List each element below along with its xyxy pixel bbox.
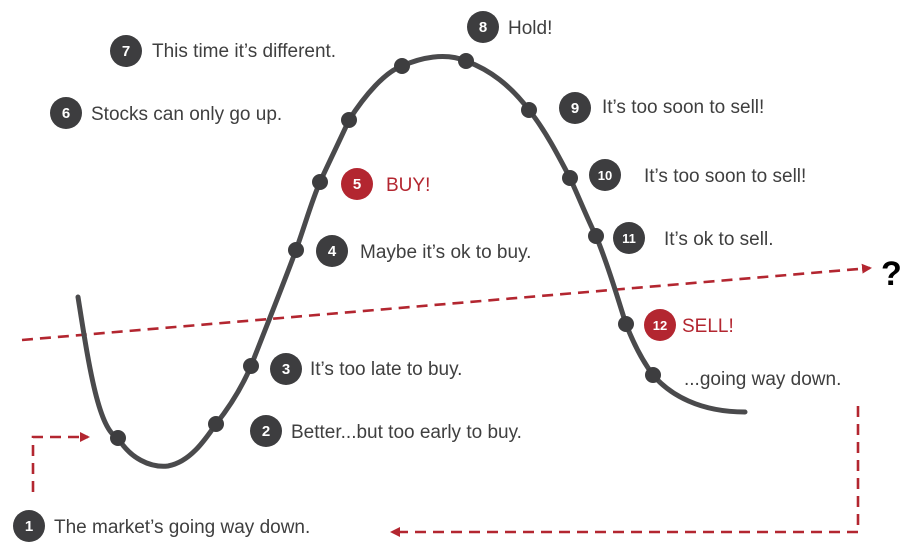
step-7: 7 This time it’s different. [110,35,336,67]
step-label: It’s ok to sell. [664,229,773,250]
step-label: SELL! [682,316,734,337]
step-label: Better...but too early to buy. [291,422,522,443]
market-cycle-curve [75,54,748,469]
step-4: 4 Maybe it’s ok to buy. [316,235,531,267]
return-arrow [390,406,860,537]
step-label: BUY! [386,175,430,196]
step-label: This time it’s different. [152,41,336,62]
step-label: It’s too late to buy. [310,359,462,380]
step-label: ...going way down. [684,369,841,390]
curve-point [243,358,259,374]
step-number: 9 [571,100,579,117]
curve-point [458,53,474,69]
curve-point [562,170,578,186]
step-8: 8 Hold! [467,11,552,43]
step-number: 11 [622,231,636,246]
curve-point [521,102,537,118]
step-badge [50,97,82,129]
step-label: The market’s going way down. [54,517,310,538]
step-13: ...going way down. [684,369,841,390]
step-badge [341,168,373,200]
curve-point [645,367,661,383]
step-badge [644,309,676,341]
step-badge [270,353,302,385]
step-number: 6 [62,105,70,122]
step-11: 11 It’s ok to sell. [613,222,773,254]
step-number: 4 [328,243,337,260]
curve-point [618,316,634,332]
step-9: 9 It’s too soon to sell! [559,92,764,124]
curve-point [288,242,304,258]
question-mark: ? [881,255,902,293]
step-number: 8 [479,19,487,36]
step-2: 2 Better...but too early to buy. [250,415,522,447]
step-number: 3 [282,361,290,378]
step-6: 6 Stocks can only go up. [50,97,282,129]
step-number: 1 [25,518,33,535]
step-number: 12 [653,318,667,333]
trend-arrow [21,263,872,342]
step-badge [250,415,282,447]
step-1: 1 The market’s going way down. [13,510,310,542]
curve-point [394,58,410,74]
curve-point [312,174,328,190]
step-label: It’s too soon to sell! [644,166,806,187]
curve-point [208,416,224,432]
entry-arrow [31,432,90,492]
curve-point [588,228,604,244]
step-badge [467,11,499,43]
step-label: Hold! [508,18,552,39]
step-3: 3 It’s too late to buy. [270,353,462,385]
step-label: It’s too soon to sell! [602,97,764,118]
step-badge [110,35,142,67]
step-12: 12 SELL! [644,309,734,341]
step-badge [589,159,621,191]
step-badge [559,92,591,124]
step-5: 5 BUY! [341,168,430,200]
curve-points [110,53,661,446]
step-number: 5 [353,176,361,193]
curve-point [110,430,126,446]
step-label: Stocks can only go up. [91,104,282,125]
step-10: 10 It’s too soon to sell! [589,159,806,191]
step-label: Maybe it’s ok to buy. [360,242,531,263]
step-number: 2 [262,423,270,440]
step-number: 10 [598,168,612,183]
step-number: 7 [122,43,130,60]
curve-point [341,112,357,128]
step-badge [13,510,45,542]
step-badge [613,222,645,254]
step-badge [316,235,348,267]
